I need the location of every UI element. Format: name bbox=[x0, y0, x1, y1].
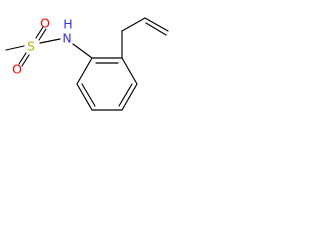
bond-allyl-ch2-ch bbox=[121, 17, 146, 32]
atom-oxygen-top-label: O bbox=[40, 16, 50, 31]
bond-sulfur-oxygen-top-1 bbox=[35, 26, 44, 39]
ring-double-bond-3 bbox=[81, 83, 96, 107]
bond-nitrogen-ring bbox=[72, 43, 93, 59]
bond-allyl-double-2 bbox=[145, 22, 167, 36]
atom-nitrogen-label: N bbox=[62, 31, 71, 46]
atom-sulfur-label: S bbox=[27, 39, 35, 54]
atom-nitrogen-hydrogen-label: H bbox=[63, 17, 72, 32]
bond-sulfur-oxygen-top-2 bbox=[38, 28, 47, 41]
benzene-ring bbox=[76, 57, 138, 111]
ring-double-bond-2 bbox=[118, 83, 133, 107]
bond-sulfur-oxygen-bottom-1 bbox=[18, 52, 27, 65]
bond-sulfur-nitrogen bbox=[39, 38, 61, 44]
bond-sulfur-oxygen-bottom-2 bbox=[21, 54, 30, 67]
bond-allyl-double-1 bbox=[144, 17, 169, 32]
bond-methyl-sulfur bbox=[5, 45, 25, 51]
chemical-structure-diagram: S O O N H bbox=[5, 16, 169, 111]
atom-oxygen-bottom-label: O bbox=[12, 62, 22, 77]
